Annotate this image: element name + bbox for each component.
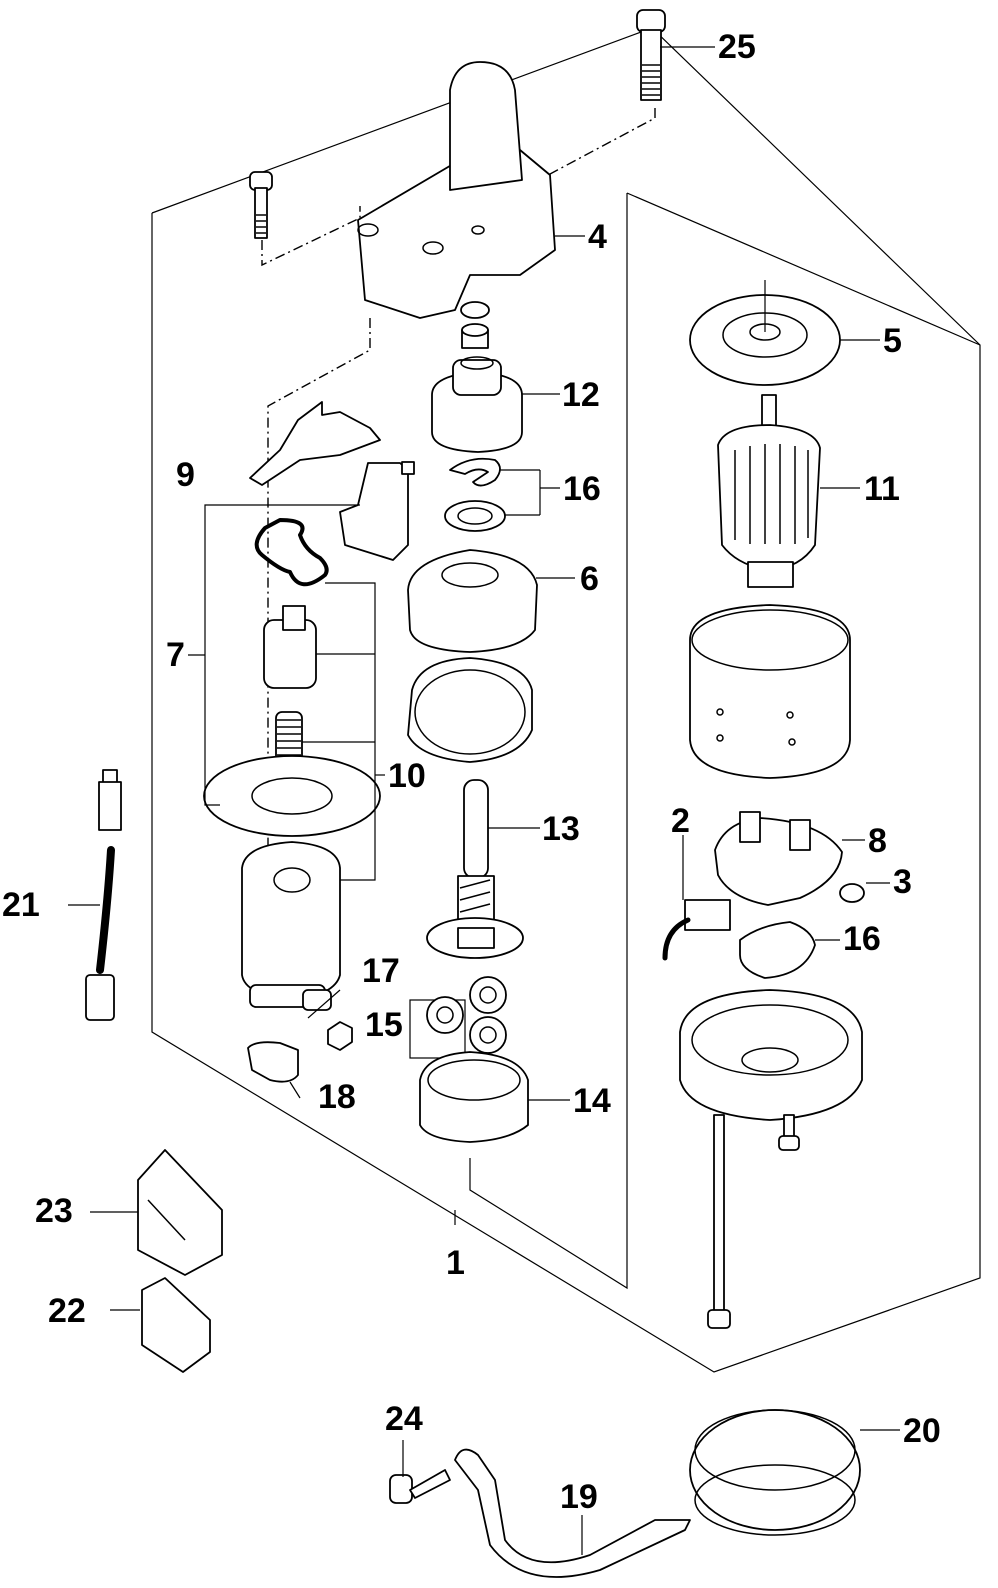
wire-lead-part-21 — [85, 769, 122, 1021]
callout-7: 7 — [166, 636, 185, 674]
callout-9: 9 — [176, 456, 195, 494]
callout-12: 12 — [562, 376, 600, 414]
relay-part-23 — [137, 1149, 223, 1276]
small-bolt — [249, 171, 273, 239]
callout-13: 13 — [542, 810, 580, 848]
shaft-part-13 — [426, 779, 524, 959]
bolt-part-25 — [636, 9, 666, 101]
callout-17: 17 — [362, 952, 400, 990]
callout-18: 18 — [318, 1078, 356, 1116]
callout-11: 11 — [864, 470, 900, 508]
callout-25: 25 — [718, 28, 756, 66]
shift-lever-part-9 — [249, 401, 381, 486]
through-bolt — [707, 1114, 731, 1329]
bolt-part-24 — [389, 1469, 451, 1504]
callout-20: 20 — [903, 1412, 941, 1450]
wire-loop — [254, 518, 329, 587]
solenoid-terminal — [339, 461, 415, 561]
screw — [778, 1114, 800, 1151]
callout-3: 3 — [893, 863, 912, 901]
inner-outline — [626, 192, 981, 346]
end-cover — [679, 989, 863, 1121]
relay-part-22 — [141, 1277, 211, 1373]
housing-part-4 — [357, 61, 556, 319]
callout-14: 14 — [573, 1082, 611, 1120]
callout-19: 19 — [560, 1478, 598, 1516]
connector-part-2 — [662, 899, 731, 961]
nut-part-3 — [839, 883, 865, 903]
callout-5: 5 — [883, 322, 902, 360]
clip-part-18 — [247, 1041, 299, 1083]
callout-22: 22 — [48, 1292, 86, 1330]
callout-21: 21 — [2, 886, 40, 924]
callout-6: 6 — [580, 560, 599, 598]
alignment-line-bolt — [261, 206, 361, 267]
strap-part-19 — [454, 1448, 691, 1578]
gasket-plate — [203, 755, 381, 837]
callout-16-top: 16 — [563, 470, 601, 508]
callout-16-right: 16 — [843, 920, 881, 958]
brush-holder-part-8 — [714, 811, 843, 906]
assembly-outline — [151, 27, 981, 1373]
plunger — [263, 605, 317, 689]
solenoid-body — [241, 841, 341, 1011]
band-part-20 — [689, 1409, 861, 1536]
insulator-plate-part-16 — [739, 921, 816, 979]
washer — [460, 301, 490, 319]
callout-1: 1 — [446, 1244, 465, 1282]
e-clip-part-16 — [449, 457, 501, 487]
gasket — [407, 657, 533, 763]
drive-housing-part-6 — [407, 549, 538, 653]
callout-24: 24 — [385, 1400, 423, 1438]
gasket-inner — [414, 669, 526, 755]
callout-2: 2 — [671, 802, 690, 840]
callout-15: 15 — [365, 1006, 403, 1044]
callout-8: 8 — [868, 822, 887, 860]
ring-gear-part-14 — [419, 1051, 529, 1143]
inner-outline-left — [469, 193, 628, 1290]
callout-10: 10 — [388, 757, 426, 795]
leader-lines — [68, 46, 900, 1555]
planet-gears-part-15 — [409, 976, 507, 1059]
washer-hole — [457, 507, 493, 525]
callout-23: 23 — [35, 1192, 73, 1230]
armature-part-11 — [717, 394, 821, 588]
alignment-line-top — [459, 108, 656, 223]
yoke — [689, 604, 851, 779]
callout-4: 4 — [588, 218, 607, 256]
bushing — [461, 323, 489, 349]
pinion-part-12 — [431, 356, 523, 453]
nut — [327, 1021, 353, 1051]
washer-part-16 — [444, 500, 506, 532]
